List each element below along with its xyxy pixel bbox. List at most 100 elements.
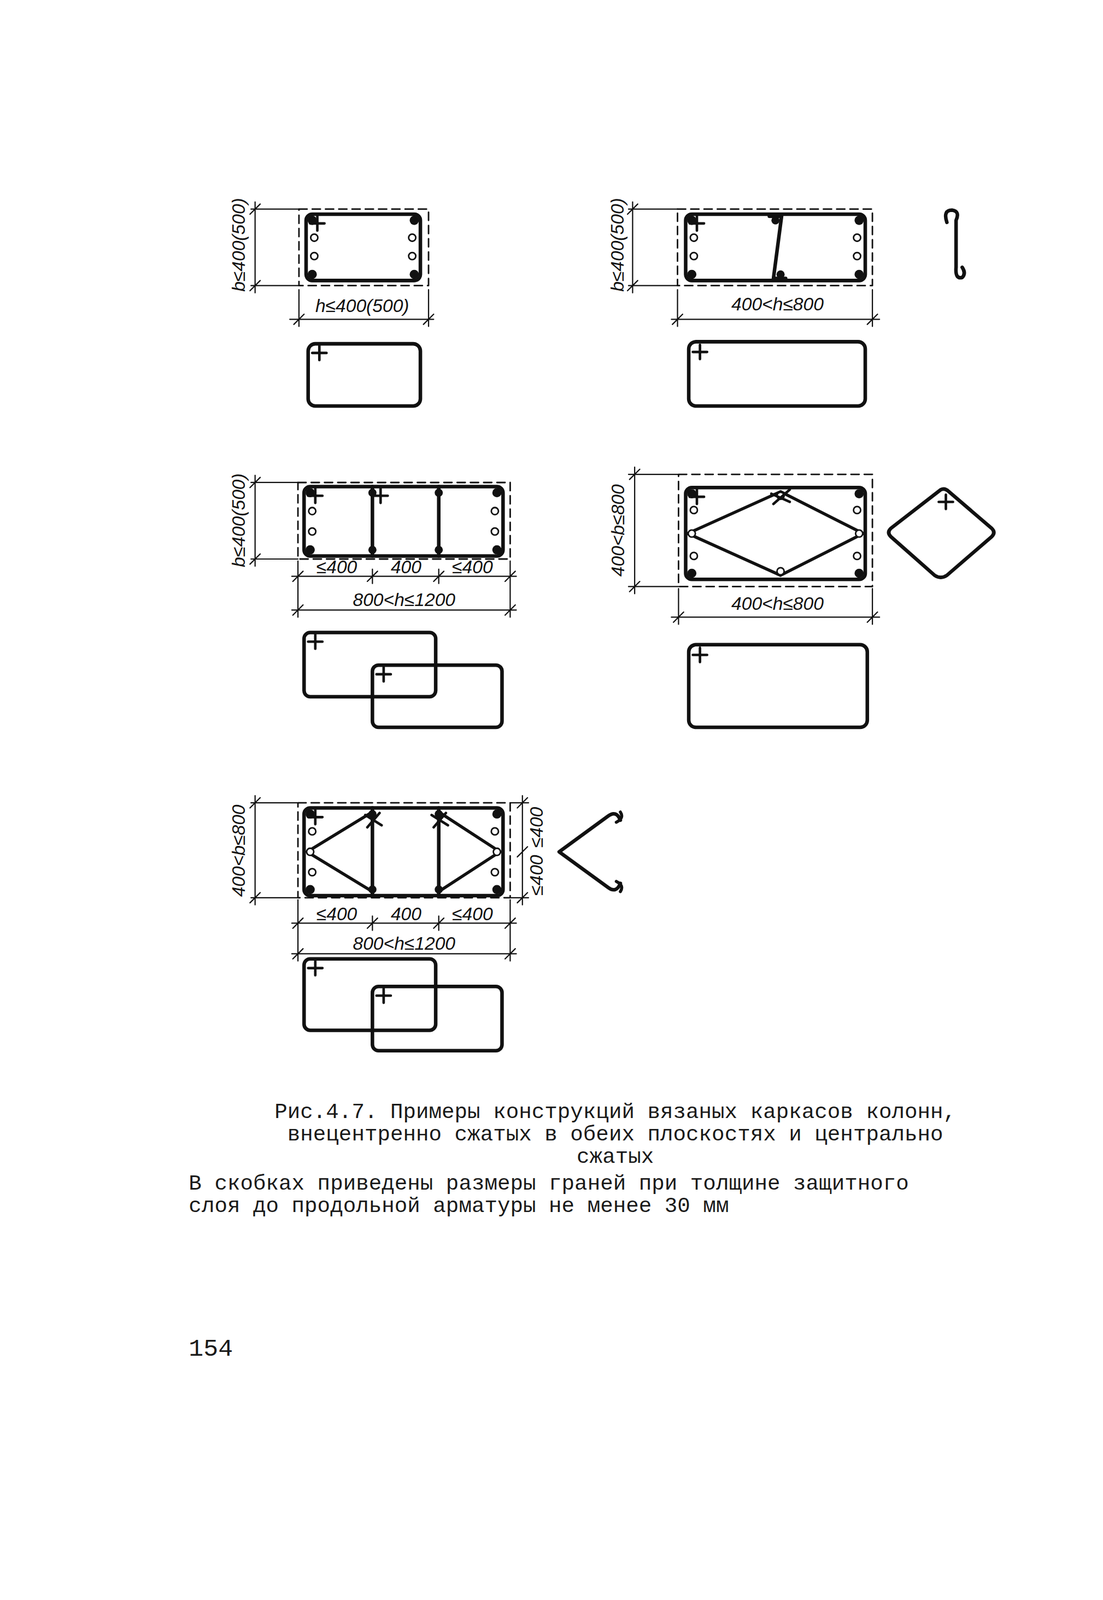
dimension-label: ≤400 xyxy=(452,558,494,577)
column-cage-2 xyxy=(854,270,864,280)
column-cage-2 xyxy=(690,233,698,242)
column-cage-5 xyxy=(305,884,315,895)
column-cage-4 xyxy=(687,489,864,578)
diamond-tie xyxy=(888,489,994,578)
tie-4 xyxy=(688,644,868,728)
column-cage-5 xyxy=(306,828,501,877)
dimension-lines-3 xyxy=(249,475,298,567)
column-cage-5 xyxy=(493,848,501,856)
column-cage-5 xyxy=(491,869,499,877)
column-cage-4 xyxy=(853,552,861,560)
ties-3 xyxy=(308,634,391,682)
tie-4 xyxy=(688,644,868,728)
dimension-label: 800<h≤1200 xyxy=(352,590,456,610)
column-cage-3 xyxy=(297,482,510,560)
column-cage-5 xyxy=(491,828,499,836)
column-cage-2 xyxy=(687,215,864,280)
dimension-label: ≤400 xyxy=(527,807,547,849)
column-cage-3 xyxy=(434,488,443,497)
column-cage-2 xyxy=(677,209,873,286)
dimension-label: b≤400(500) xyxy=(229,197,249,292)
column-cage-5 xyxy=(305,809,502,895)
column-cage-4 xyxy=(687,568,697,579)
column-cage-4 xyxy=(854,568,864,579)
tie-2 xyxy=(693,344,708,360)
dimension-label: ≤400 xyxy=(452,905,494,924)
column-cage-4 xyxy=(855,530,863,538)
column-cage-1 xyxy=(310,233,416,260)
v-tie xyxy=(559,812,622,893)
column-cage-5 xyxy=(372,807,439,896)
column-cage-2 xyxy=(685,214,866,281)
dimension-lines-3 xyxy=(249,475,516,618)
dimension-lines-1 xyxy=(289,289,434,327)
column-cage-5 xyxy=(368,885,377,894)
column-cage-1 xyxy=(310,216,325,231)
column-cage-3 xyxy=(297,482,510,560)
column-cage-5 xyxy=(492,884,502,895)
figure-caption: Рис.4.7. Примеры конструкций вязаных кар… xyxy=(263,1101,968,1170)
column-cage-5 xyxy=(297,802,510,899)
column-cage-3 xyxy=(305,488,502,555)
column-cage-2 xyxy=(690,252,698,260)
diamond-tie xyxy=(888,489,994,578)
dimension-label: ≤400 xyxy=(527,854,547,896)
v-tie xyxy=(559,813,621,890)
column-cage-1 xyxy=(408,233,416,242)
column-cage-2 xyxy=(853,233,861,242)
column-cage-1 xyxy=(310,233,318,242)
column-cage-3 xyxy=(308,527,316,536)
dimension-label: ≤400 xyxy=(316,558,358,577)
column-cage-5 xyxy=(308,828,316,836)
column-cage-3 xyxy=(305,545,315,555)
column-cage-3 xyxy=(308,507,316,515)
column-cage-3 xyxy=(308,488,389,503)
dimension-label: 400<h≤800 xyxy=(731,594,824,614)
column-cage-1 xyxy=(310,252,318,260)
figure-note: В скобках приведены размеры граней при т… xyxy=(188,1173,965,1219)
dimension-lines-2 xyxy=(627,202,880,327)
dimension-lines-2 xyxy=(627,202,678,293)
column-cage-3 xyxy=(492,488,502,498)
dimension-label: 800<h≤1200 xyxy=(352,934,456,954)
tie-2 xyxy=(688,341,866,407)
page-number: 154 xyxy=(188,1338,312,1361)
dimension-label: ≤400 xyxy=(316,905,358,924)
column-cage-2 xyxy=(769,216,786,279)
ties-3 xyxy=(303,632,502,728)
tie-1 xyxy=(312,345,327,361)
column-cage-1 xyxy=(307,215,419,280)
s-hook xyxy=(945,210,965,279)
ties-5 xyxy=(303,959,436,1031)
column-cage-3 xyxy=(303,486,503,556)
dimension-lines-1 xyxy=(249,202,434,327)
column-cage-1 xyxy=(409,215,420,226)
column-cage-4 xyxy=(688,492,863,576)
dimension-lines-5 xyxy=(249,795,298,906)
column-cage-4 xyxy=(853,506,861,514)
column-cage-1 xyxy=(409,270,420,280)
dimension-label: 400<b≤800 xyxy=(608,484,628,577)
column-cage-4 xyxy=(685,487,866,580)
column-cage-3 xyxy=(491,507,499,515)
dimension-lines-5 xyxy=(291,900,517,962)
column-cage-5 xyxy=(303,807,503,896)
column-cage-4 xyxy=(688,530,696,538)
ties-5 xyxy=(308,961,391,1004)
column-cage-2 xyxy=(854,215,864,226)
dimension-label: 400 xyxy=(390,905,422,924)
tie-4 xyxy=(693,647,708,662)
column-cage-1 xyxy=(306,214,421,281)
dimension-lines-4 xyxy=(628,467,880,625)
dimension-label: 400<h≤800 xyxy=(731,295,824,314)
column-cage-4 xyxy=(689,489,790,504)
column-cage-2 xyxy=(687,270,697,280)
dimension-label: b≤400(500) xyxy=(608,197,627,292)
column-cage-5 xyxy=(308,869,316,877)
tie-1 xyxy=(308,343,421,407)
dimension-label: 400<b≤800 xyxy=(229,804,249,897)
column-cage-2 xyxy=(689,216,704,231)
dimension-lines-2 xyxy=(671,289,880,327)
